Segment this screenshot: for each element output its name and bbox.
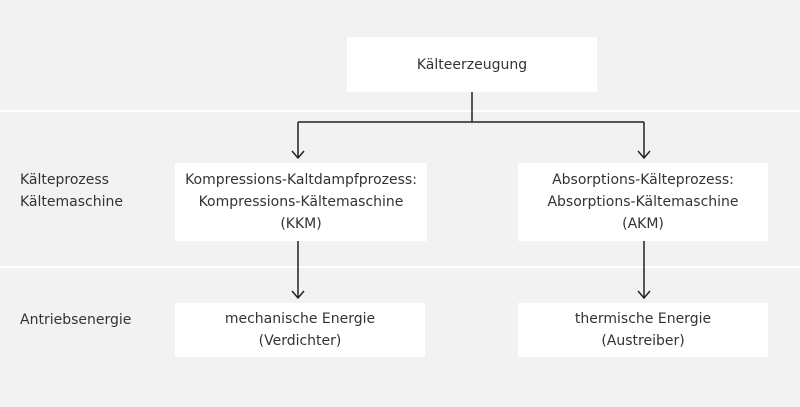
node-line: (Austreiber) (601, 333, 685, 349)
row-label-kaelteprozess: Kälteprozess Kältemaschine (20, 169, 123, 213)
node-mechanische-energie: mechanische Energie (Verdichter) (175, 303, 425, 357)
node-kompressions-kaeltemaschine: Kompressions-Kaltdampfprozess: Kompressi… (175, 163, 427, 241)
node-absorptions-kaeltemaschine: Absorptions-Kälteprozess: Absorptions-Kä… (518, 163, 768, 241)
node-line: Kompressions-Kaltdampfprozess: (185, 172, 417, 188)
node-line: (Verdichter) (258, 333, 342, 349)
arrowhead-left-energy (291, 290, 305, 300)
node-line: Absorptions-Kälteprozess: (552, 172, 734, 188)
row-label-antriebsenergie: Antriebsenergie (20, 309, 131, 331)
node-thermische-energie: thermische Energie (Austreiber) (518, 303, 768, 357)
arrowhead-left-process (291, 150, 305, 160)
node-line: mechanische Energie (224, 311, 376, 327)
node-label: Kälteerzeugung (416, 56, 528, 73)
row-label-line: Antriebsenergie (20, 312, 132, 328)
row-divider-bottom (0, 266, 800, 268)
node-line: (KKM) (280, 216, 322, 232)
row-divider-top (0, 110, 800, 112)
node-line: (AKM) (622, 216, 664, 232)
node-line: Absorptions-Kältemaschine (547, 194, 739, 210)
arrowhead-right-energy (637, 290, 651, 300)
row-label-line: Kältemaschine (20, 194, 123, 210)
row-label-line: Kälteprozess (20, 172, 109, 188)
node-line: thermische Energie (574, 311, 712, 327)
arrowhead-right-process (637, 150, 651, 160)
node-line: Kompressions-Kältemaschine (198, 194, 404, 210)
node-kaelteerzeugung: Kälteerzeugung (347, 37, 597, 92)
